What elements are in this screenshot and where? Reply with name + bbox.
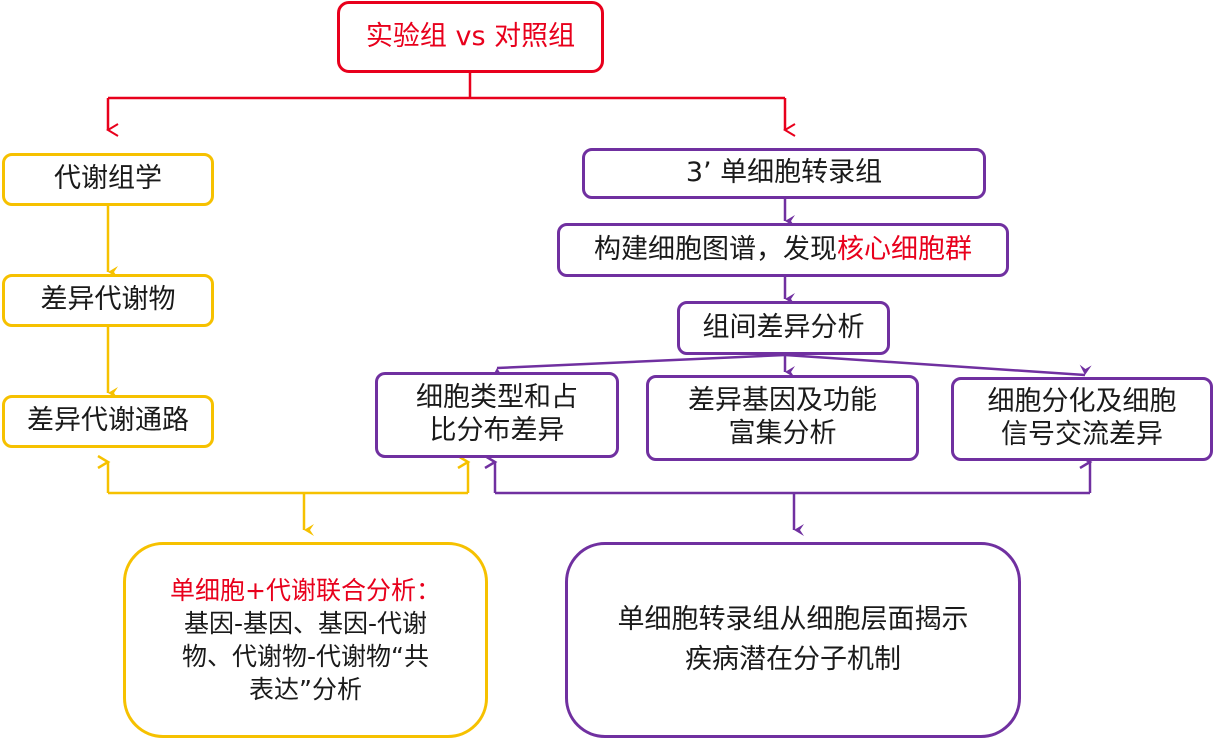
deg-line2: 富集分析	[728, 418, 837, 449]
cell-type-proportion-label: 细胞类型和占 比分布差异	[416, 382, 578, 448]
diff-line2: 信号交流差异	[1001, 419, 1163, 450]
deg-line1: 差异基因及功能	[688, 385, 877, 417]
comparison-box: 实验组 vs 对照组	[337, 1, 604, 73]
cell-type-proportion-box: 细胞类型和占 比分布差异	[375, 372, 619, 458]
mechanism-box: 单细胞转录组从细胞层面揭示 疾病潜在分子机制	[565, 542, 1021, 738]
diff-pathways-box: 差异代谢通路	[2, 395, 214, 448]
diff-metabolites-label: 差异代谢物	[40, 284, 176, 316]
cell-atlas-box: 构建细胞图谱，发现核心细胞群	[557, 223, 1009, 277]
differentiation-signaling-box: 细胞分化及细胞 信号交流差异	[951, 377, 1213, 461]
sc-transcriptome-label: 3’ 单细胞转录组	[685, 157, 883, 189]
between-group-box: 组间差异分析	[677, 301, 890, 355]
comparison-label: 实验组 vs 对照组	[365, 20, 576, 52]
joint-analysis-line3: 表达”分析	[249, 675, 362, 705]
cell-atlas-prefix: 构建细胞图谱，发现	[594, 233, 837, 265]
core-cell-cluster-highlight: 核心细胞群	[837, 233, 972, 265]
sc-transcriptome-box: 3’ 单细胞转录组	[582, 148, 986, 199]
metabolomics-label: 代谢组学	[54, 163, 162, 195]
cell-type-line1: 细胞类型和占	[416, 382, 578, 414]
mechanism-line1: 单细胞转录组从细胞层面揭示	[617, 603, 969, 635]
mechanism-text: 单细胞转录组从细胞层面揭示 疾病潜在分子机制	[618, 600, 969, 681]
purple-chain-arrows	[491, 199, 1092, 379]
cell-atlas-label: 构建细胞图谱，发现核心细胞群	[594, 234, 972, 267]
mechanism-line2: 疾病潜在分子机制	[685, 644, 901, 675]
between-group-label: 组间差异分析	[702, 311, 865, 343]
diff-pathways-label: 差异代谢通路	[27, 405, 189, 437]
differentiation-signaling-label: 细胞分化及细胞 信号交流差异	[988, 386, 1177, 452]
joint-analysis-line1: 基因-基因、基因-代谢	[183, 608, 428, 638]
metabolomics-box: 代谢组学	[2, 153, 214, 206]
deg-enrichment-box: 差异基因及功能 富集分析	[646, 375, 919, 461]
cell-type-line2: 比分布差异	[429, 415, 565, 446]
joint-analysis-text: 单细胞+代谢联合分析： 基因-基因、基因-代谢 物、代谢物-代谢物“共 表达”分…	[170, 574, 441, 707]
purple-mechanism-bracket	[495, 462, 1090, 536]
joint-analysis-box: 单细胞+代谢联合分析： 基因-基因、基因-代谢 物、代谢物-代谢物“共 表达”分…	[123, 542, 488, 738]
joint-analysis-line2: 物、代谢物-代谢物“共	[182, 642, 429, 671]
red-split-arrows	[106, 72, 796, 137]
diff-line1: 细胞分化及细胞	[987, 386, 1177, 418]
diff-metabolites-box: 差异代谢物	[2, 274, 214, 327]
deg-enrichment-label: 差异基因及功能 富集分析	[688, 385, 877, 451]
yellow-joint-bracket	[108, 462, 468, 536]
joint-analysis-title: 单细胞+代谢联合分析：	[170, 575, 441, 605]
